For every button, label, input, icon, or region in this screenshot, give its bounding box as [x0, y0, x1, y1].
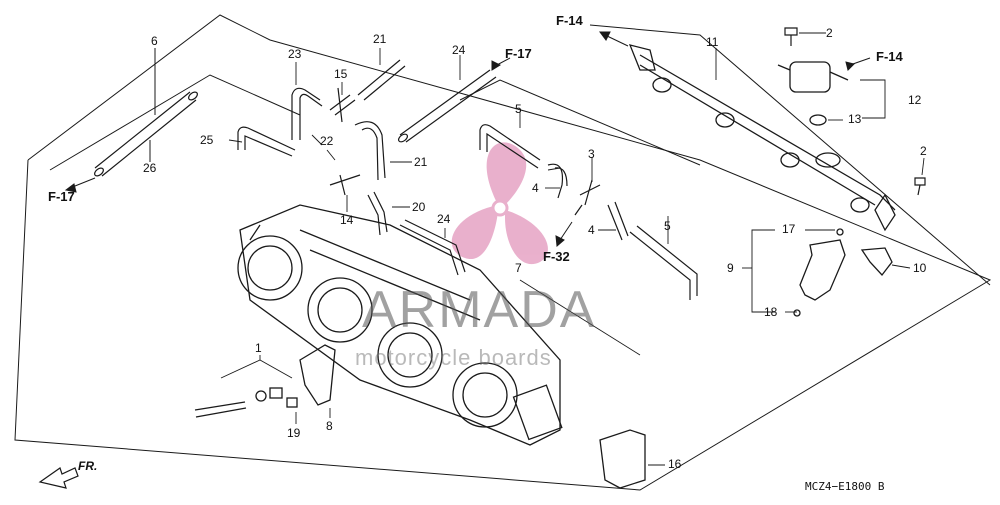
hose-23	[291, 87, 323, 140]
hose-21	[357, 59, 406, 101]
watermark-logo	[451, 142, 548, 265]
front-direction-label: FR.	[78, 459, 98, 473]
clip-10	[860, 247, 893, 277]
callout-21-top: 21	[373, 32, 387, 46]
joint-3	[574, 179, 601, 216]
reference-f17-top: F-17	[505, 46, 532, 61]
callout-21-mid: 21	[414, 155, 428, 169]
hose-21-bent	[354, 121, 386, 181]
callout-9: 9	[727, 261, 734, 275]
callout-2-top: 2	[826, 26, 833, 40]
reference-f32: F-32	[543, 249, 570, 264]
callout-12: 12	[908, 93, 922, 107]
callout-26: 26	[143, 161, 157, 175]
callout-24-mid: 24	[437, 212, 451, 226]
diagram-code: MCZ4−E1800 B	[805, 480, 885, 493]
callout-23: 23	[288, 47, 302, 61]
screw-1	[194, 387, 298, 418]
joint-15	[329, 87, 356, 123]
reference-f14-top: F-14	[556, 13, 583, 28]
joint-14	[329, 174, 361, 196]
callout-5-right: 5	[664, 219, 671, 233]
callout-2-right: 2	[920, 144, 927, 158]
inner-outline-left	[49, 74, 301, 171]
callout-3: 3	[588, 147, 595, 161]
injector-section-outline	[589, 24, 991, 286]
callout-24-top: 24	[452, 43, 466, 57]
callout-8: 8	[326, 419, 333, 433]
hose-4	[547, 163, 629, 241]
callout-7: 7	[515, 261, 522, 275]
callout-4-left: 4	[532, 181, 539, 195]
callout-22: 22	[320, 134, 334, 148]
assembly-outline	[14, 14, 992, 491]
fuel-rail	[628, 44, 896, 232]
callout-6: 6	[151, 34, 158, 48]
bolt-2	[784, 27, 926, 196]
front-direction-arrow	[38, 467, 79, 489]
leader-lines	[220, 32, 925, 466]
callout-11: 11	[706, 35, 719, 49]
callout-1: 1	[255, 341, 262, 355]
hose-20	[367, 191, 388, 236]
callout-10: 10	[913, 261, 927, 275]
pressure-regulator	[777, 61, 849, 126]
callout-17: 17	[782, 222, 796, 236]
callout-25: 25	[200, 133, 214, 147]
hose-24-top	[397, 69, 497, 143]
callout-13: 13	[848, 112, 862, 126]
watermark-brand: ARMADA	[362, 281, 597, 339]
hose-25	[237, 126, 296, 157]
watermark-tagline: motorcycle boards	[355, 345, 552, 370]
throttle-body	[237, 204, 563, 446]
reference-f14-right: F-14	[876, 49, 903, 64]
callout-14: 14	[340, 213, 354, 227]
sensor-8	[299, 344, 336, 406]
hose-26	[94, 91, 198, 177]
callout-18: 18	[764, 305, 778, 319]
fuel-injector	[793, 228, 846, 317]
connector-16	[599, 429, 646, 489]
callout-19: 19	[287, 426, 301, 440]
hose-5-upper	[479, 124, 541, 169]
callout-20: 20	[412, 200, 426, 214]
callout-15: 15	[334, 67, 348, 81]
reference-arrows	[64, 31, 871, 248]
callout-16: 16	[668, 457, 682, 471]
reference-f17-left: F-17	[48, 189, 75, 204]
hose-5-lower	[629, 225, 698, 300]
hose-24-lower	[399, 219, 466, 276]
callout-4-right: 4	[588, 223, 595, 237]
callout-5-top: 5	[515, 102, 522, 116]
